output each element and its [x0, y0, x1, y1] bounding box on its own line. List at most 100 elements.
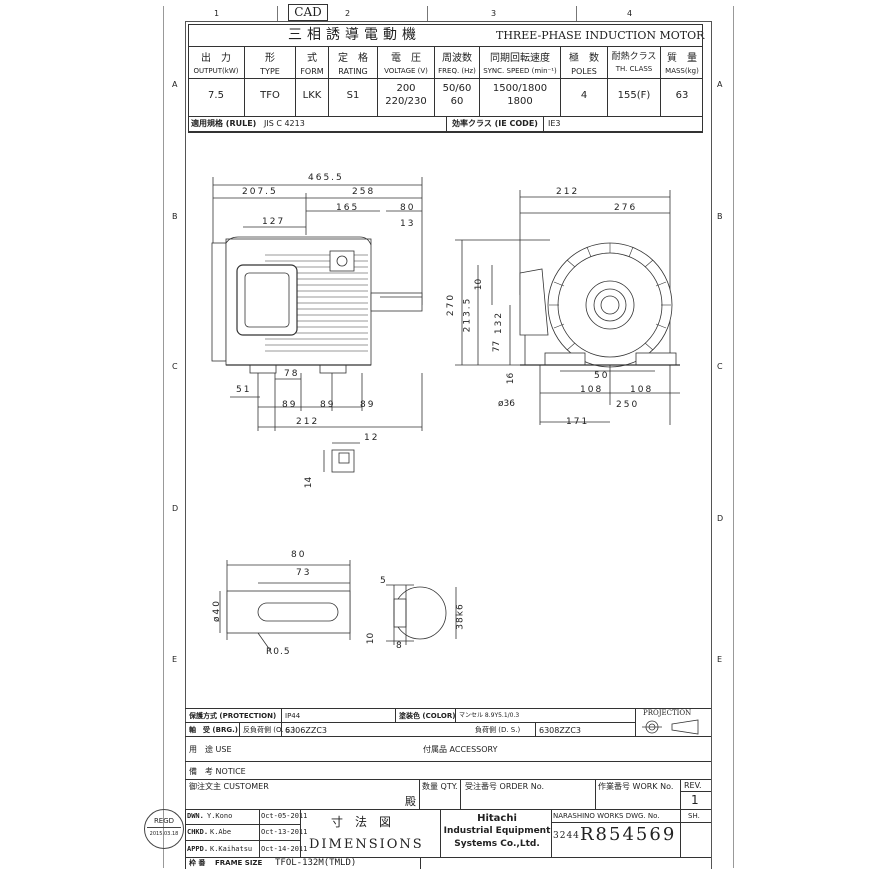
projection-label: PROJECTION	[643, 709, 692, 717]
row-letter-e-right: E	[717, 655, 723, 664]
dim-front-77: 77	[492, 340, 503, 353]
dwg-title-en: DIMENSIONS	[309, 837, 424, 852]
bearing-label: 軸 受 (BRG.)	[189, 726, 238, 734]
dim-front-50: 50	[594, 371, 610, 381]
dim-side-89a: 89	[282, 400, 298, 410]
spec-value-type: TFO	[245, 78, 296, 116]
use-label: 用 途 USE	[189, 745, 232, 754]
row-letter-d-right: D	[717, 514, 724, 523]
border-outer-right	[733, 6, 734, 868]
dim-shaft-10: 10	[366, 632, 377, 645]
dim-key-14: 14	[304, 476, 315, 489]
dim-side-78: 78	[284, 369, 300, 379]
appd-name: K.Kaihatsu	[210, 845, 253, 853]
dim-side-overall: 465.5	[308, 173, 344, 183]
dim-front-250: 250	[616, 400, 640, 410]
dwn-date: Oct-05-2011	[261, 812, 308, 820]
spec-title-en: THREE-PHASE INDUCTION MOTOR	[496, 29, 705, 42]
spec-title-jp: 三相誘導電動機	[288, 27, 421, 43]
color-value: マンセル 8.9Y5.1/0.3	[459, 712, 520, 719]
rev-label: REV.	[684, 781, 702, 790]
spec-header-mass: 質 量 MASS(kg)	[665, 53, 699, 75]
company-name-3: Systems Co.,Ltd.	[454, 839, 540, 849]
rev-value: 1	[691, 793, 699, 807]
spec-value-th-class: 155(F)	[608, 78, 661, 116]
key-detail-drawing	[323, 442, 360, 473]
dim-side-89b: 89	[320, 400, 336, 410]
works-label: NARASHINO WORKS DWG. No.	[553, 812, 660, 820]
frame-prefix: 枠 番	[189, 859, 206, 867]
frame-value: TFOL-132M(TMLD)	[275, 858, 357, 868]
accessory-label: 付属品 ACCESSORY	[423, 745, 498, 754]
column-number-2: 2	[345, 9, 351, 18]
spec-header-rating: 定 格 RATING	[329, 46, 378, 78]
column-number-3: 3	[491, 9, 497, 18]
spec-header-th-class: 耐熱クラス TH. CLASS	[608, 46, 661, 78]
dim-shaft-phi40: ø40	[211, 599, 222, 622]
company-name-1: Hitachi	[477, 813, 517, 824]
spec-value-rating: S1	[329, 78, 378, 116]
rule-value: JIS C 4213	[264, 119, 305, 128]
dim-front-171: 171	[566, 417, 590, 427]
dim-front-16: 16	[506, 372, 517, 385]
chkd-label: CHKD.	[187, 828, 209, 836]
row-letter-d-left: D	[172, 504, 179, 513]
dim-side-127: 127	[262, 217, 286, 227]
appd-label: APPD.	[187, 845, 209, 853]
efficiency-label: 効率クラス (IE CODE)	[452, 119, 538, 128]
protection-value: IP44	[285, 712, 301, 720]
dim-front-108b: 108	[630, 385, 654, 395]
spec-header-row: 出 力 OUTPUT(kW) 形 TYPE 式 FORM 定 格 RATING …	[188, 46, 703, 79]
spec-value-form: LKK	[296, 78, 329, 116]
regd-stamp: REGD 2015.03.18	[144, 809, 184, 849]
spec-value-poles: 4	[561, 78, 608, 116]
border-right	[711, 21, 712, 869]
row-letter-e-left: E	[172, 655, 178, 664]
bearing-os-value: 6306ZZC3	[285, 726, 327, 735]
spec-header-output: 出 力 OUTPUT(kW)	[188, 46, 245, 78]
dwn-name: Y.Kono	[207, 812, 233, 820]
dim-shaft-8: 8	[396, 641, 402, 651]
work-label: 作業番号 WORK No.	[598, 782, 674, 791]
color-label: 塗装色 (COLOR)	[399, 712, 456, 720]
spec-header-freq: 周波数 FREQ. (Hz)	[435, 46, 480, 78]
spec-header-type: 形 TYPE	[245, 46, 296, 78]
regd-stamp-date: 2015.03.18	[149, 831, 179, 837]
row-letter-a-right: A	[717, 80, 723, 89]
spec-value-mass: 63	[675, 90, 689, 101]
bearing-ds-label: 負荷側 (D. S.)	[475, 726, 521, 734]
appd-date: Oct-14-2011	[261, 845, 308, 853]
bottom-info-table: 保護方式 (PROTECTION) IP44 塗装色 (COLOR) マンセル …	[185, 708, 711, 869]
shaft-detail-drawing	[219, 560, 457, 651]
notice-label: 備 考 NOTICE	[189, 767, 246, 776]
dim-side-89c: 89	[360, 400, 376, 410]
spec-header-poles: 極 数 POLES	[561, 46, 608, 78]
dim-key-12: 12	[364, 433, 380, 443]
qty-label: 数量 QTY.	[422, 782, 458, 791]
border-outer-left	[163, 6, 164, 868]
dim-front-276: 276	[614, 203, 638, 213]
spec-header-sync-speed: 同期回転速度 SYNC. SPEED (min⁻¹)	[480, 46, 561, 78]
dim-front-132: 132	[494, 310, 505, 335]
cad-stamp-label: CAD	[294, 5, 322, 19]
chkd-date: Oct-13-2011	[261, 828, 308, 836]
chkd-name: K.Abe	[210, 828, 232, 836]
border-left	[185, 21, 186, 869]
rule-label: 適用規格 (RULE)	[191, 119, 257, 128]
row-letter-c-right: C	[717, 362, 723, 371]
column-number-1: 1	[214, 9, 220, 18]
border-top	[185, 21, 711, 22]
dim-side-80: 80	[400, 203, 416, 213]
spec-value-output: 7.5	[188, 78, 245, 116]
front-view-drawing	[455, 190, 680, 425]
spec-title-bar: 三相誘導電動機 THREE-PHASE INDUCTION MOTOR	[188, 24, 705, 47]
dim-shaft-38k6: 38k6	[455, 603, 466, 630]
dim-shaft-80: 80	[291, 550, 307, 560]
company-name-2: Industrial Equipment	[443, 826, 551, 836]
row-letter-b-right: B	[717, 212, 723, 221]
spec-header-voltage: 電 圧 VOLTAGE (V)	[378, 46, 435, 78]
dim-front-270: 270	[446, 292, 457, 317]
